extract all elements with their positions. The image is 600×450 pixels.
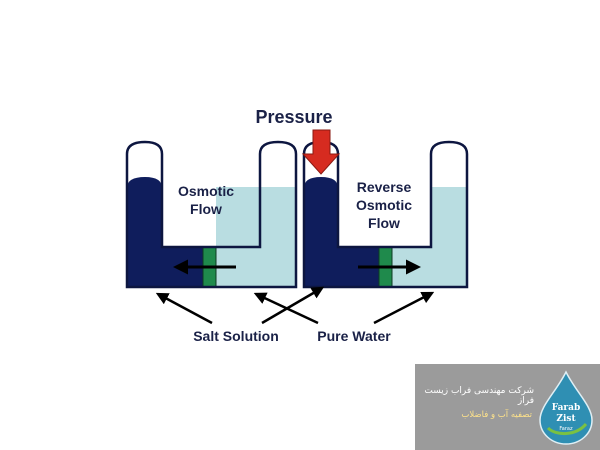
pressure-arrow [301,129,341,175]
osmotic-flow-label-2: Flow [190,201,222,217]
pressure-label: Pressure [255,107,332,127]
pointer-arrows [155,286,435,325]
salt-pointer-left [155,292,213,325]
osmotic-flow-label-1: Osmotic [178,183,234,199]
reverse-flow-label-2: Osmotic [356,197,412,213]
water-drop-logo-icon: Farab Zist Faraz [539,370,593,445]
tube-outline-left [125,140,298,289]
company-watermark: شرکت مهندسی فراب زیست فراز تصفیه آب و فا… [415,364,600,450]
logo-text-3: Faraz [559,426,573,432]
logo-text-2: Zist [556,414,576,424]
pure-pointer-right [373,291,435,325]
company-name-text: شرکت مهندسی فراب زیست فراز [424,386,534,406]
company-service-text: تصفیه آب و فاضلاب [461,410,532,420]
salt-solution-label: Salt Solution [193,328,279,344]
u-tube-osmosis: Osmotic Flow [125,140,298,289]
u-tube-reverse-osmosis: Reverse Osmotic Flow [301,129,469,289]
reverse-flow-label-1: Reverse [357,179,412,195]
pure-pointer-left [253,292,319,325]
salt-solution-right-tube [304,177,379,287]
pure-water-label: Pure Water [317,328,391,344]
salt-pointer-right [261,286,325,325]
logo-text-1: Farab [552,403,581,413]
reverse-flow-label-3: Flow [368,215,400,231]
